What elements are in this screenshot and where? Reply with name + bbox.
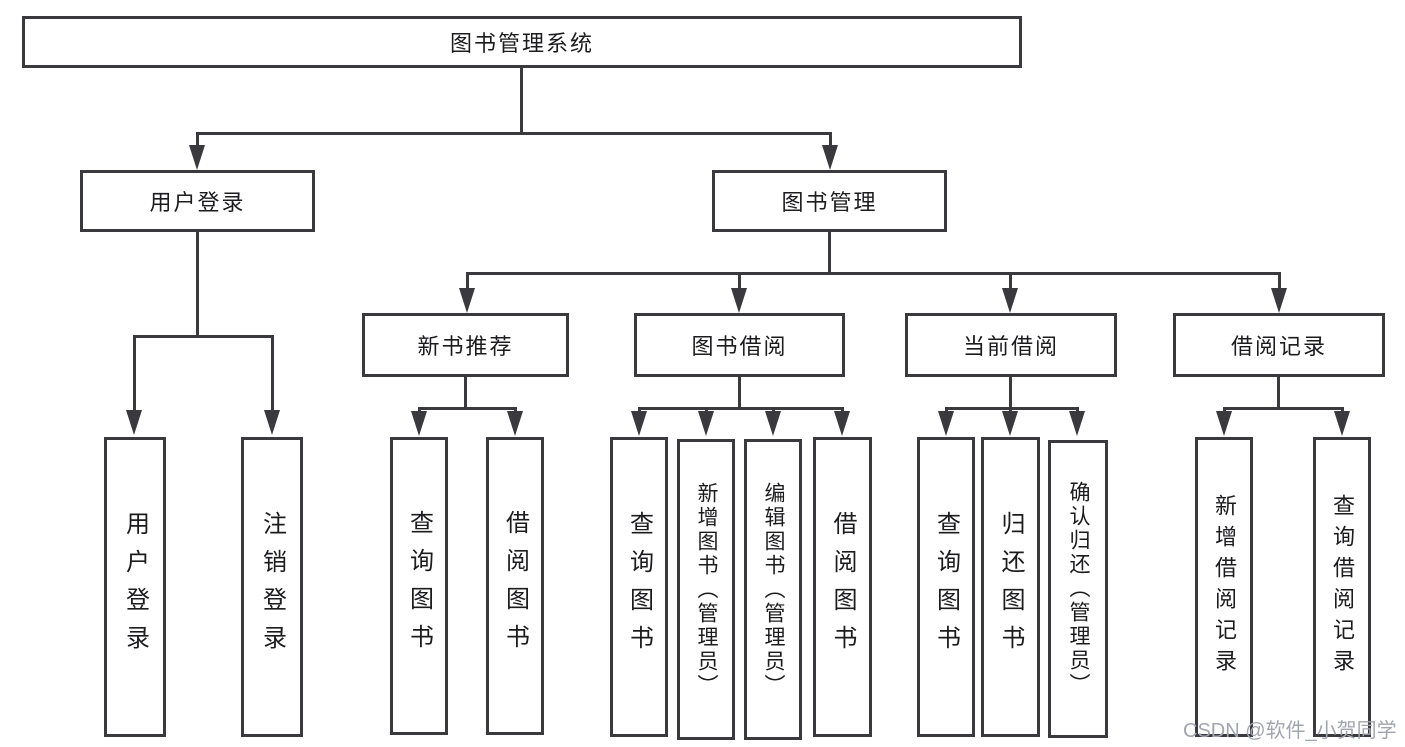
arrow-down-icon (1334, 411, 1350, 436)
connector-line (514, 407, 517, 413)
leaf-logout: 注销登录 (241, 437, 303, 737)
connector-line (1009, 407, 1012, 413)
node-label: 用户登录 (149, 190, 246, 215)
arrow-down-icon (459, 288, 475, 313)
connector-line (418, 407, 516, 410)
leaf-query-books-1: 查询图书 (390, 437, 448, 735)
connector-line (945, 407, 948, 413)
node-label: 用户登录 (121, 511, 149, 663)
leaf-borrow-books-2: 借阅图书 (813, 437, 872, 737)
connector-line (638, 407, 641, 413)
node-label: 借阅记录 (1230, 334, 1327, 359)
arrow-down-icon (189, 145, 205, 170)
node-label: 查询图书 (405, 510, 433, 662)
connector-line (829, 132, 832, 147)
leaf-return-books: 归还图书 (981, 437, 1040, 737)
connector-line (638, 407, 844, 410)
connector-line (1009, 377, 1012, 409)
node-label: 编辑图书（管理员） (762, 481, 785, 698)
arrow-down-icon (731, 288, 747, 313)
node-user-login: 用户登录 (80, 170, 315, 232)
connector-line (1223, 407, 1343, 410)
leaf-query-books-3: 查询图书 (917, 437, 975, 737)
node-label: 注销登录 (258, 511, 286, 663)
connector-line (520, 68, 523, 132)
leaf-add-book-admin: 新增图书（管理员） (677, 439, 735, 740)
connector-line (1223, 407, 1226, 413)
node-label: 图书管理系统 (449, 31, 594, 56)
node-system-root: 图书管理系统 (22, 16, 1022, 68)
connector-line (738, 272, 741, 290)
arrow-down-icon (698, 411, 714, 436)
node-label: 确认归还（管理员） (1067, 481, 1090, 697)
arrow-down-icon (264, 410, 280, 435)
node-label: 借阅图书 (501, 510, 529, 662)
arrow-down-icon (938, 411, 954, 436)
leaf-borrow-books-1: 借阅图书 (486, 437, 544, 735)
node-label: 归还图书 (997, 511, 1024, 663)
connector-line (271, 335, 274, 412)
connector-line (945, 407, 1079, 410)
node-label: 查询图书 (932, 511, 960, 663)
csdn-watermark: CSDN @软件_小贺同学 (1183, 720, 1397, 742)
node-label: 新增图书（管理员） (695, 481, 718, 698)
arrow-down-icon (631, 411, 647, 436)
node-label: 查询图书 (625, 511, 653, 663)
arrow-down-icon (411, 411, 427, 436)
node-label: 查询借阅记录 (1330, 494, 1355, 680)
connector-line (738, 377, 741, 409)
connector-line (1278, 272, 1281, 290)
leaf-add-borrow-record: 新增借阅记录 (1195, 437, 1253, 737)
node-label: 当前借阅 (962, 334, 1059, 359)
arrow-down-icon (1002, 288, 1018, 313)
leaf-query-books-2: 查询图书 (610, 437, 668, 737)
leaf-query-borrow-record: 查询借阅记录 (1313, 437, 1371, 737)
arrow-down-icon (507, 411, 523, 436)
connector-line (1009, 272, 1012, 290)
connector-line (466, 272, 1280, 275)
arrow-down-icon (126, 410, 142, 435)
node-book-management: 图书管理 (712, 170, 947, 232)
arrow-down-icon (1216, 411, 1232, 436)
connector-line (196, 232, 199, 336)
arrow-down-icon (1271, 288, 1287, 313)
arrow-down-icon (1002, 411, 1018, 436)
node-label: 新增借阅记录 (1212, 494, 1237, 680)
connector-line (841, 407, 844, 413)
connector-line (828, 232, 831, 274)
leaf-user-login: 用户登录 (104, 437, 166, 737)
connector-line (196, 132, 831, 135)
connector-line (1341, 407, 1344, 413)
connector-line (196, 132, 199, 147)
connector-line (133, 335, 274, 338)
connector-line (772, 407, 775, 413)
node-label: 图书管理 (781, 190, 878, 215)
arrow-down-icon (834, 411, 850, 436)
connector-line (705, 407, 708, 413)
connector-line (418, 407, 421, 413)
arrow-down-icon (765, 411, 781, 436)
connector-line (466, 272, 469, 290)
arrow-down-icon (822, 145, 838, 170)
connector-line (1277, 377, 1280, 409)
node-label: 图书借阅 (691, 334, 788, 359)
node-new-book-recommend: 新书推荐 (362, 313, 569, 377)
node-label: 新书推荐 (417, 334, 514, 359)
node-current-borrow: 当前借阅 (905, 313, 1117, 377)
arrow-down-icon (1069, 411, 1085, 436)
node-label: 借阅图书 (829, 511, 856, 663)
node-borrow-records: 借阅记录 (1173, 313, 1385, 377)
connector-line (133, 335, 136, 412)
node-book-borrow: 图书借阅 (634, 313, 845, 377)
leaf-edit-book-admin: 编辑图书（管理员） (744, 439, 802, 740)
leaf-confirm-return-admin: 确认归还（管理员） (1048, 440, 1108, 738)
connector-line (1076, 407, 1079, 413)
connector-line (464, 377, 467, 409)
